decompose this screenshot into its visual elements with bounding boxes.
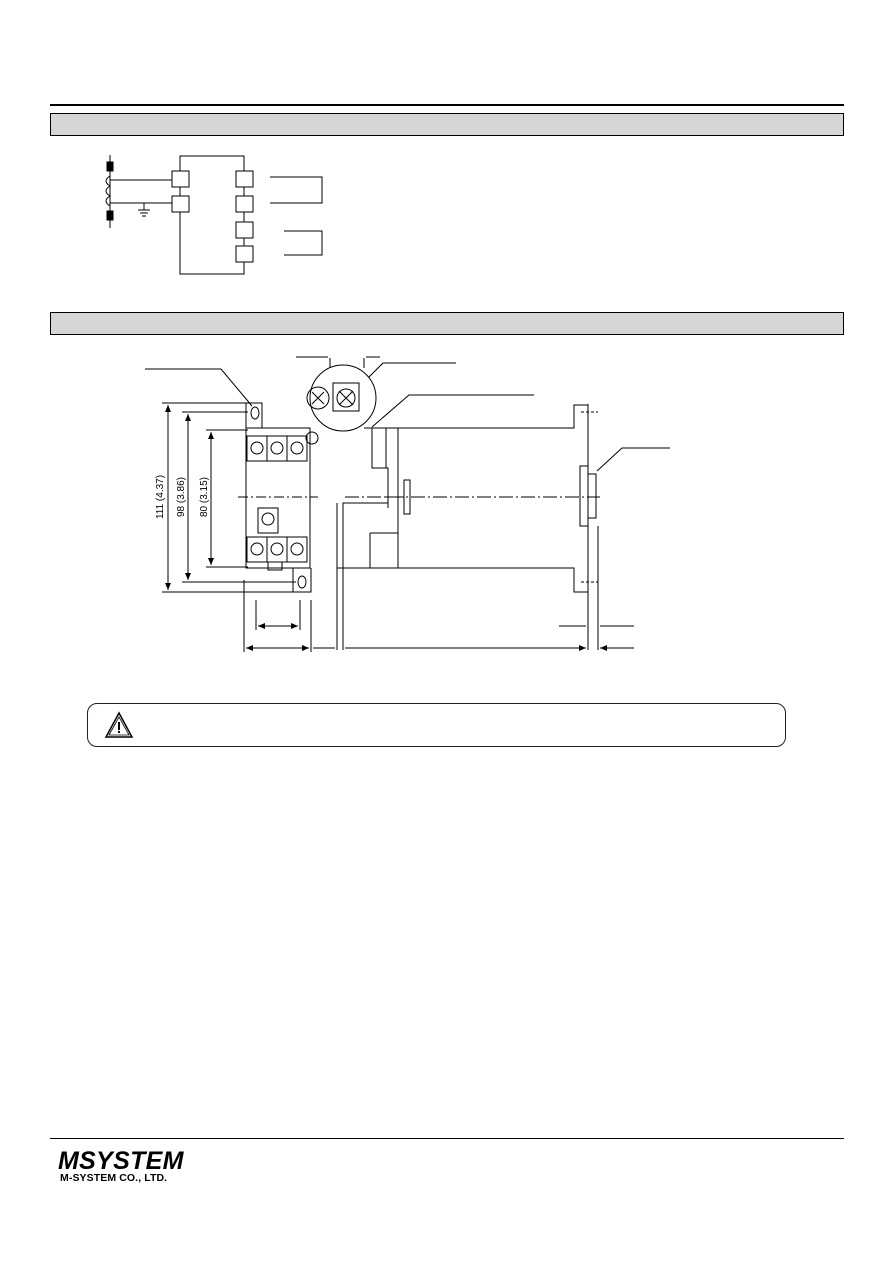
dim-98: 98 (3.86) xyxy=(176,477,187,517)
terminal-in-2 xyxy=(171,195,190,213)
detail-circle xyxy=(309,364,377,432)
ct-mark-top xyxy=(106,161,114,172)
msystem-logo: MSYSTEM xyxy=(58,1148,186,1172)
footer-rule xyxy=(50,1138,844,1139)
terminal-in-1 xyxy=(171,170,190,188)
section-header-dimensions xyxy=(50,312,844,335)
dim-80: 80 (3.15) xyxy=(199,477,210,517)
module-box xyxy=(179,155,245,275)
top-tab xyxy=(245,402,263,428)
leader-din-rail xyxy=(596,447,670,472)
bottom-mount-hole xyxy=(297,575,307,589)
top-rule xyxy=(50,104,844,106)
front-body xyxy=(245,427,311,569)
top-mount-hole xyxy=(250,406,260,420)
leader-terminal-screw xyxy=(367,362,456,379)
leader-mounting-hole xyxy=(145,368,253,407)
ct-mark-bottom xyxy=(106,210,114,221)
leader-body xyxy=(371,394,534,428)
terminal-out-1 xyxy=(235,170,254,188)
warning-triangle-icon xyxy=(104,711,134,738)
section-header-connection xyxy=(50,113,844,136)
terminal-power-1 xyxy=(235,221,254,239)
terminal-out-2 xyxy=(235,195,254,213)
ground-icon xyxy=(138,203,150,217)
output-bracket xyxy=(270,176,323,204)
terminal-power-2 xyxy=(235,245,254,263)
side-upper-part xyxy=(342,428,389,650)
warning-box xyxy=(87,703,786,747)
power-bracket xyxy=(284,230,323,256)
ct-coil xyxy=(105,175,111,207)
dim-111: 111 (4.37) xyxy=(155,475,166,519)
side-bottom-edge xyxy=(398,525,589,593)
bottom-tab xyxy=(292,568,312,593)
company-name: M-SYSTEM CO., LTD. xyxy=(60,1172,168,1184)
svg-text:MSYSTEM: MSYSTEM xyxy=(58,1148,185,1172)
